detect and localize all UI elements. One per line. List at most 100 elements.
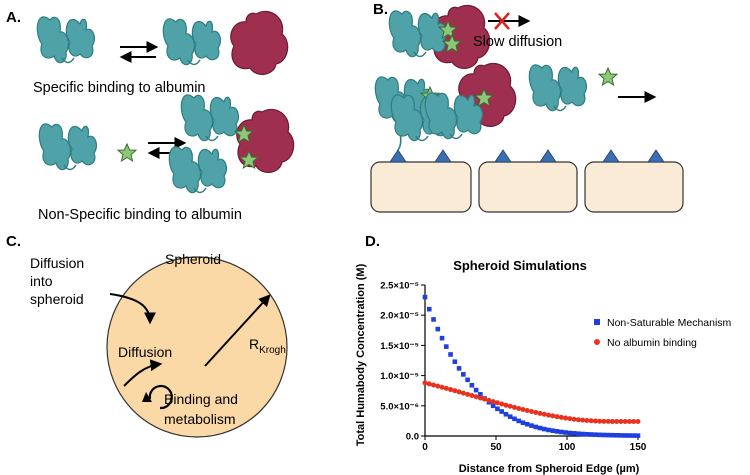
cell-box: [478, 161, 578, 213]
diffusion-into-arrow-icon: [109, 293, 156, 325]
y-tick-label: 2.0×10⁻⁵: [380, 311, 419, 322]
point-no-albumin: [609, 418, 615, 424]
point-no-albumin: [571, 416, 577, 422]
point-no-albumin: [443, 385, 449, 391]
point-no-albumin: [482, 396, 488, 402]
point-no-albumin: [567, 416, 573, 422]
point-non-saturable: [601, 432, 607, 438]
legend-label: No albumin binding: [607, 337, 697, 349]
point-no-albumin: [588, 418, 594, 424]
point-no-albumin: [605, 418, 611, 424]
x-tick-label: 150: [630, 442, 647, 453]
cell-box: [370, 161, 472, 213]
star-icon: [117, 143, 137, 162]
cycle-arrowhead-icon: [142, 392, 152, 402]
point-no-albumin: [592, 418, 598, 424]
point-non-saturable: [537, 425, 543, 431]
point-non-saturable: [524, 421, 530, 427]
point-no-albumin: [601, 418, 607, 424]
spheroid-title: Spheroid: [165, 251, 221, 267]
receptor-icon: [647, 149, 665, 163]
point-non-saturable: [593, 432, 598, 437]
point-non-saturable: [631, 433, 637, 438]
legend-marker-no-albumin: [594, 339, 600, 345]
legend-marker-non-saturable: [594, 319, 600, 325]
point-non-saturable: [435, 326, 441, 332]
point-non-saturable: [456, 366, 462, 371]
y-tick-label: 5.0×10⁻⁶: [380, 401, 419, 412]
point-non-saturable: [426, 306, 432, 312]
point-no-albumin: [426, 381, 432, 387]
point-no-albumin: [511, 404, 517, 410]
point-no-albumin: [597, 418, 603, 424]
point-no-albumin: [584, 417, 590, 423]
slow-diffusion-label: Slow diffusion: [473, 34, 562, 50]
point-no-albumin: [554, 414, 560, 420]
point-non-saturable: [478, 392, 483, 397]
point-no-albumin: [537, 410, 543, 416]
point-non-saturable: [546, 427, 551, 433]
point-no-albumin: [631, 419, 637, 425]
caption-nonspecific: Non-Specific binding to albumin: [38, 207, 242, 223]
antibody-icon: [168, 146, 228, 194]
chart-xlabel: Distance from Spheroid Edge (µm): [459, 463, 640, 475]
point-no-albumin: [473, 394, 479, 400]
point-no-albumin: [465, 391, 471, 397]
point-no-albumin: [456, 389, 462, 395]
point-non-saturable: [580, 431, 585, 437]
point-no-albumin: [494, 400, 500, 406]
y-tick-label: 0.0: [406, 432, 419, 443]
point-non-saturable: [618, 433, 624, 438]
point-non-saturable: [512, 416, 517, 422]
metabolism-cycle-icon: [148, 384, 173, 410]
point-non-saturable: [567, 430, 573, 436]
y-tick-label: 2.5×10⁻⁵: [380, 281, 419, 292]
point-non-saturable: [533, 424, 539, 430]
cell-surface: [370, 149, 684, 213]
cell-box: [584, 161, 684, 213]
series-marks: [422, 294, 641, 438]
point-no-albumin: [626, 419, 632, 425]
point-non-saturable: [622, 433, 628, 438]
antibody-icon: [180, 94, 240, 142]
point-no-albumin: [550, 413, 556, 419]
point-non-saturable: [576, 431, 581, 437]
point-non-saturable: [571, 431, 577, 436]
point-no-albumin: [546, 412, 552, 418]
point-no-albumin: [520, 406, 526, 412]
point-no-albumin: [452, 388, 458, 394]
point-non-saturable: [465, 377, 470, 383]
point-non-saturable: [499, 409, 504, 414]
point-non-saturable: [439, 335, 445, 341]
x-tick-label: 100: [559, 442, 576, 453]
point-non-saturable: [422, 294, 428, 300]
point-non-saturable: [516, 418, 522, 424]
diffusion-arrow-icon: [123, 359, 163, 387]
slow-diffusion-arrow-icon: [488, 12, 531, 30]
point-no-albumin: [422, 380, 428, 386]
point-no-albumin: [524, 408, 530, 414]
panel-a-label: A.: [6, 9, 21, 26]
point-no-albumin: [435, 383, 441, 389]
point-no-albumin: [614, 419, 620, 425]
binding-line1: Binding and: [164, 391, 238, 407]
antibody-icon: [528, 64, 588, 112]
point-non-saturable: [541, 426, 547, 432]
point-non-saturable: [490, 403, 496, 409]
point-non-saturable: [452, 359, 458, 365]
panel-b-label: B.: [373, 1, 388, 18]
antibody-icon: [388, 10, 448, 58]
legend-label: Non-Saturable Mechanism: [607, 317, 732, 329]
point-no-albumin: [575, 417, 581, 423]
antibody-icon: [38, 123, 98, 171]
r-krogh-label: RKrogh: [249, 336, 286, 356]
legend: Non-Saturable Mechanism No albumin bindin…: [594, 317, 732, 349]
point-no-albumin: [541, 411, 547, 417]
point-non-saturable: [473, 387, 479, 393]
point-no-albumin: [460, 390, 466, 396]
point-no-albumin: [503, 402, 509, 408]
point-no-albumin: [635, 419, 641, 425]
point-no-albumin: [507, 403, 513, 409]
